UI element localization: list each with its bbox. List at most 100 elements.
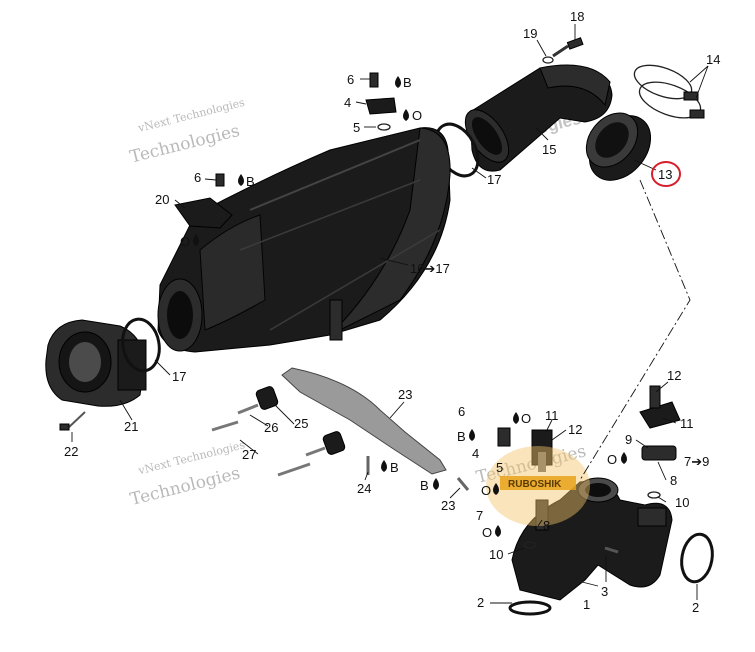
- support-bracket-23: [281, 367, 447, 475]
- screw-6-left: [215, 173, 225, 187]
- callout-17-top: 17: [487, 172, 501, 187]
- screw-22: [59, 411, 86, 431]
- callout-5-top: 5: [353, 120, 360, 135]
- intake-manifold-1: [511, 477, 673, 601]
- throttle-body-21: [45, 319, 147, 407]
- highlight-circle-13: [651, 161, 681, 187]
- screws-26-27: [211, 403, 326, 477]
- intake-housing-16: [157, 127, 451, 353]
- callout-7-left: 7: [476, 508, 483, 523]
- lube-code-b-24: B: [381, 460, 399, 475]
- lube-code-o-10-left: O: [482, 525, 501, 540]
- bracket-20: [174, 197, 233, 229]
- drop-icon: [433, 478, 439, 490]
- callout-22: 22: [64, 444, 78, 459]
- callout-4-top: 4: [344, 95, 351, 110]
- callout-10-left: 10: [489, 547, 503, 562]
- drop-icon: [469, 429, 475, 441]
- callout-7-9: 7➔9: [684, 454, 709, 469]
- drop-icon: [403, 109, 409, 121]
- bracket-4-lower: [497, 427, 511, 447]
- screw-6-top: [369, 72, 379, 88]
- o-ring-10-right: [647, 491, 661, 499]
- intake-duct-15: [464, 64, 613, 172]
- callout-25: 25: [294, 416, 308, 431]
- o-ring-5-top: [377, 123, 391, 131]
- stamp-watermark: RUBOSHIK: [486, 446, 590, 526]
- drop-icon: [495, 525, 501, 537]
- o-ring-17-left: [121, 317, 161, 373]
- coupler-sleeve-13: [585, 112, 652, 181]
- watermark-bottom-left: vNext Technologies Technologies: [128, 438, 247, 510]
- lube-code-b-left: B: [238, 174, 255, 189]
- callout-12-left: 12: [568, 422, 582, 437]
- lube-code-o-left: O: [180, 234, 199, 249]
- callout-12-right: 12: [667, 368, 681, 383]
- callout-16-17: 16➔17: [410, 261, 450, 276]
- callout-3: 3: [601, 584, 608, 599]
- callout-19: 19: [523, 26, 537, 41]
- clamps-14: [633, 64, 705, 119]
- lube-letter: B: [390, 460, 399, 475]
- drop-icon: [381, 460, 387, 472]
- lube-code-b-23: B: [420, 478, 439, 493]
- callout-11-left: 11: [545, 408, 559, 423]
- lube-code-b-top: B: [395, 75, 412, 90]
- callout-1: 1: [583, 597, 590, 612]
- callout-21: 21: [124, 419, 138, 434]
- injector-8-left: [531, 429, 553, 531]
- callout-26: 26: [264, 420, 278, 435]
- screw-3: [604, 546, 619, 554]
- lube-code-o-9: O: [607, 452, 627, 467]
- drop-icon: [238, 174, 244, 186]
- callout-6-lower: 6: [458, 404, 465, 419]
- callout-23-upper: 23: [398, 387, 412, 402]
- callout-27: 27: [242, 447, 256, 462]
- callout-10-right: 10: [675, 495, 689, 510]
- alignment-line: [579, 179, 691, 481]
- drop-icon: [513, 412, 519, 424]
- lube-code-o-top: O: [403, 108, 422, 123]
- callout-8-left: 8: [543, 518, 550, 533]
- bracket-4-top: [365, 97, 397, 115]
- screw-23-small: [456, 477, 470, 491]
- injector-right-8: [641, 445, 677, 461]
- callout-17-left: 17: [172, 369, 186, 384]
- callout-4-lower: 4: [472, 446, 479, 461]
- callout-14: 14: [706, 52, 720, 67]
- callout-18: 18: [570, 9, 584, 24]
- drop-icon: [493, 483, 499, 495]
- o-ring-2-right: [680, 532, 714, 584]
- callout-20: 20: [155, 192, 169, 207]
- drop-icon: [621, 452, 627, 464]
- drop-icon: [193, 234, 199, 246]
- lube-code-o-lower-6: O: [513, 411, 531, 426]
- lube-letter: O: [412, 108, 422, 123]
- lube-letter: B: [420, 478, 429, 493]
- rubber-bumpers-25: [255, 386, 346, 455]
- lube-letter: O: [521, 411, 531, 426]
- callout-23-lower: 23: [441, 498, 455, 513]
- lube-letter: B: [403, 75, 412, 90]
- leader-lines: [71, 24, 709, 604]
- callout-8-right: 8: [670, 473, 677, 488]
- callout-5-lower: 5: [496, 460, 503, 475]
- callout-2-left: 2: [477, 595, 484, 610]
- bolt-18: [552, 37, 584, 58]
- lube-letter: B: [246, 174, 255, 189]
- callout-2-right: 2: [692, 600, 699, 615]
- o-ring-10-left: [523, 541, 537, 549]
- lube-letter: O: [180, 234, 190, 249]
- lube-letter: O: [481, 483, 491, 498]
- lube-code-o-5-lower: O: [481, 483, 499, 498]
- callout-13: 13: [658, 167, 672, 182]
- lube-letter: O: [607, 452, 617, 467]
- callout-6-left: 6: [194, 170, 201, 185]
- stamp-text: RUBOSHIK: [508, 479, 562, 490]
- watermark-top-left: vNext Technologies Technologies: [128, 96, 247, 168]
- callout-24: 24: [357, 481, 371, 496]
- lube-letter: B: [457, 429, 466, 444]
- lube-code-b-lower-4: B: [457, 429, 475, 444]
- callout-9: 9: [625, 432, 632, 447]
